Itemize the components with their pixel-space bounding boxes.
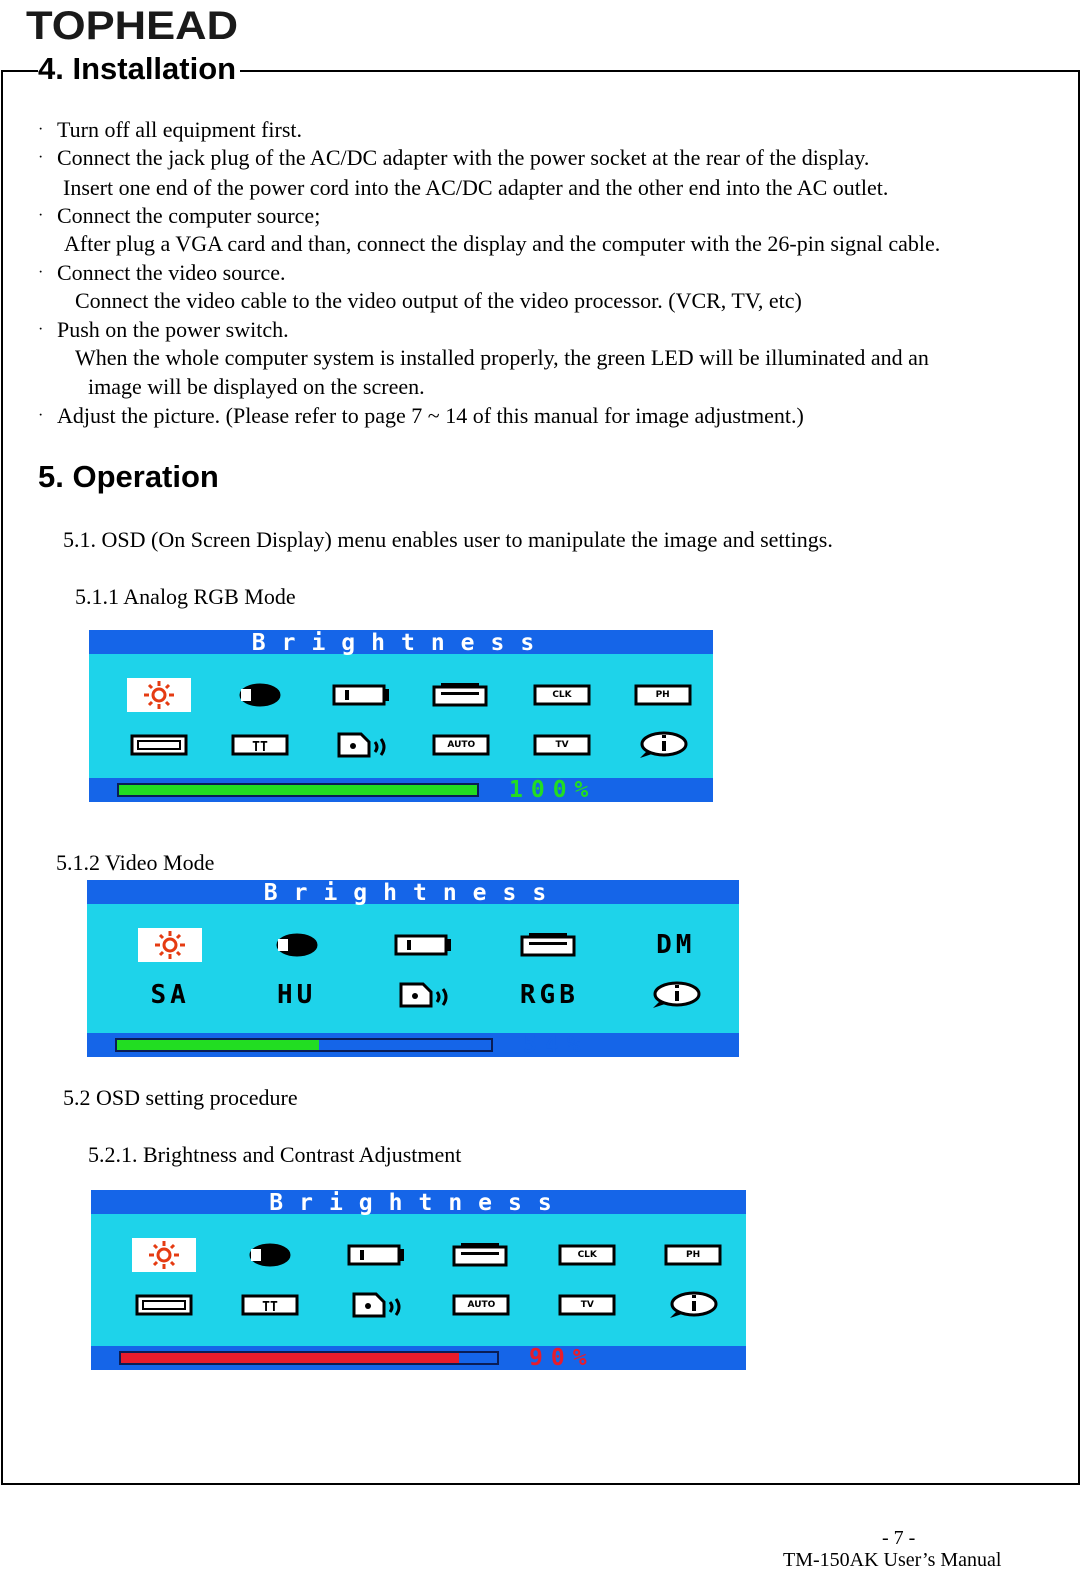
osd-item-label: SA <box>150 980 190 1010</box>
audio-icon[interactable] <box>344 1288 408 1322</box>
h-position-icon[interactable] <box>329 678 393 712</box>
sun-icon[interactable] <box>127 678 192 712</box>
info-icon[interactable] <box>644 978 708 1012</box>
osd-level-bar: 100% <box>89 778 713 802</box>
v-position-icon[interactable] <box>449 1238 513 1272</box>
sun-icon[interactable] <box>131 1238 196 1272</box>
info-icon[interactable] <box>631 728 695 762</box>
text-mode-icon[interactable]: TT <box>228 728 292 762</box>
osd-title: Brightness <box>89 630 713 656</box>
size-icon[interactable] <box>127 728 191 762</box>
osd-item-tv[interactable]: TV <box>555 1288 619 1322</box>
level-percent: 90% <box>529 1345 595 1370</box>
osd-item-clk[interactable]: CLK <box>555 1238 619 1272</box>
osd-item-label: CLK <box>577 1250 597 1260</box>
osd-item-dm[interactable]: DM <box>644 928 708 962</box>
osd-item-label: CLK <box>552 690 572 700</box>
installation-line: When the whole computer system is instal… <box>75 345 929 370</box>
bullet-dot: · <box>38 149 44 166</box>
installation-line: Insert one end of the power cord into th… <box>63 175 889 200</box>
osd-item-label: TV <box>580 1300 594 1310</box>
osd-item-ph[interactable]: PH <box>631 678 695 712</box>
size-icon[interactable] <box>132 1288 196 1322</box>
video-mode-heading: 5.1.2 Video Mode <box>56 850 215 875</box>
page-number: - 7 - <box>882 1527 916 1549</box>
installation-line: Connect the video source. <box>57 260 286 285</box>
bullet-dot: · <box>38 407 44 424</box>
tophead-logo: TOPHEAD <box>26 2 240 46</box>
installation-line: Connect the jack plug of the AC/DC adapt… <box>57 145 870 170</box>
osd-item-clk[interactable]: CLK <box>530 678 594 712</box>
osd-title: Brightness <box>91 1190 746 1216</box>
level-percent: 100% <box>509 777 597 802</box>
v-position-icon[interactable] <box>517 928 581 962</box>
osd-item-label: DM <box>656 930 696 960</box>
installation-line: After plug a VGA card and than, connect … <box>64 231 941 256</box>
osd-item-sa[interactable]: SA <box>138 978 202 1012</box>
text-mode-icon[interactable]: TT <box>238 1288 302 1322</box>
installation-heading: 4. Installation <box>38 50 241 88</box>
osd-title: Brightness <box>87 880 739 906</box>
osd-item-label: PH <box>686 1250 701 1260</box>
osd-level-bar: 54% <box>87 1033 739 1057</box>
bullet-dot: · <box>38 264 44 281</box>
h-position-icon[interactable] <box>344 1238 408 1272</box>
osd-item-label: AUTO <box>467 1300 496 1310</box>
sun-icon[interactable] <box>138 928 203 962</box>
brightness-contrast-heading: 5.2.1. Brightness and Contrast Adjustmen… <box>88 1142 462 1167</box>
osd-item-hu[interactable]: HU <box>265 978 329 1012</box>
osd-item-ph[interactable]: PH <box>661 1238 725 1272</box>
bullet-dot: · <box>38 121 44 138</box>
audio-icon[interactable] <box>391 978 455 1012</box>
osd-item-label: TV <box>555 740 569 750</box>
level-fill <box>117 1040 319 1050</box>
logo-text: TOPHEAD <box>26 4 238 46</box>
osd-intro: 5.1. OSD (On Screen Display) menu enable… <box>63 527 833 552</box>
contrast-icon[interactable] <box>265 928 329 962</box>
osd-item-label: HU <box>276 980 317 1010</box>
installation-line: Connect the video cable to the video out… <box>75 288 802 313</box>
installation-line: Connect the computer source; <box>57 203 321 228</box>
osd-setting-heading: 5.2 OSD setting procedure <box>63 1085 298 1110</box>
info-icon[interactable] <box>661 1288 725 1322</box>
level-fill <box>119 785 477 795</box>
osd-item-label: RGB <box>519 980 579 1010</box>
audio-icon[interactable] <box>329 728 393 762</box>
bullet-dot: · <box>38 207 44 224</box>
osd-item-auto[interactable]: AUTO <box>449 1288 513 1322</box>
level-track <box>119 1351 499 1365</box>
manual-name: TM-150AK User’s Manual <box>783 1549 1002 1571</box>
bullet-dot: · <box>38 321 44 338</box>
page-frame <box>1 70 1080 1485</box>
osd-item-rgb[interactable]: RGB <box>517 978 581 1012</box>
v-position-icon[interactable] <box>429 678 493 712</box>
level-track <box>115 1038 493 1052</box>
level-track <box>117 783 479 797</box>
level-percent: 54% <box>523 1032 589 1057</box>
svg-text:TT: TT <box>252 740 268 755</box>
osd-item-tv[interactable]: TV <box>530 728 594 762</box>
contrast-icon[interactable] <box>228 678 292 712</box>
osd-item-label: PH <box>655 690 670 700</box>
installation-line: image will be displayed on the screen. <box>88 374 425 399</box>
osd-item-label: AUTO <box>447 740 476 750</box>
osd-item-auto[interactable]: AUTO <box>429 728 493 762</box>
svg-text:TT: TT <box>262 1300 278 1315</box>
installation-line: Adjust the picture. (Please refer to pag… <box>57 403 804 428</box>
installation-line: Turn off all equipment first. <box>57 117 303 142</box>
analog-rgb-mode-heading: 5.1.1 Analog RGB Mode <box>75 584 296 609</box>
installation-line: Push on the power switch. <box>57 317 289 342</box>
level-fill <box>121 1353 460 1363</box>
osd-level-bar: 90% <box>91 1346 746 1370</box>
contrast-icon[interactable] <box>238 1238 302 1272</box>
operation-heading: 5. Operation <box>38 459 219 494</box>
h-position-icon[interactable] <box>391 928 455 962</box>
